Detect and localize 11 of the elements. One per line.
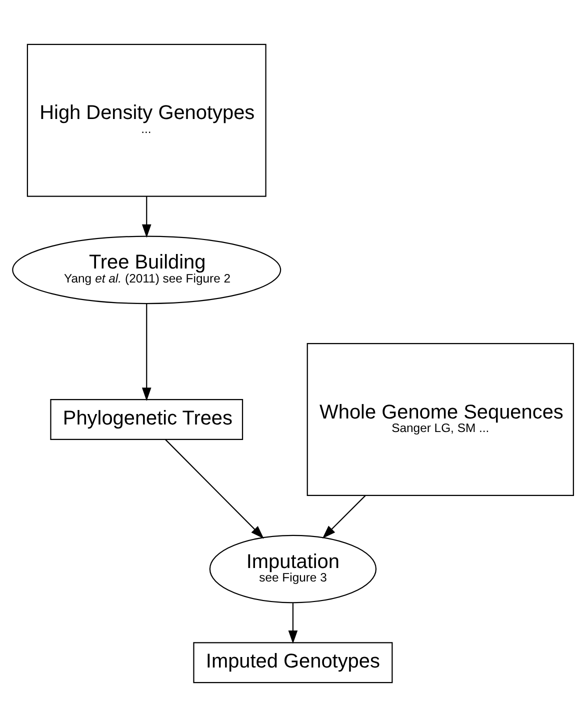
- node-ellipse: Imputation see Figure 3: [209, 534, 377, 603]
- node-box: High Density Genotypes ...: [26, 43, 266, 196]
- node-box: Phylogenetic Trees: [50, 398, 244, 440]
- arrow: [142, 303, 152, 400]
- node-box: Imputed Genotypes: [193, 642, 393, 683]
- arrow: [165, 438, 264, 538]
- arrow: [142, 196, 152, 238]
- arrow: [288, 602, 298, 644]
- arrow: [322, 494, 366, 538]
- node-ellipse: Tree Building Yang et al. (2011) see Figure 2: [12, 235, 282, 304]
- node-box: Whole Genome Sequences Sanger LG, SM ...: [306, 342, 574, 496]
